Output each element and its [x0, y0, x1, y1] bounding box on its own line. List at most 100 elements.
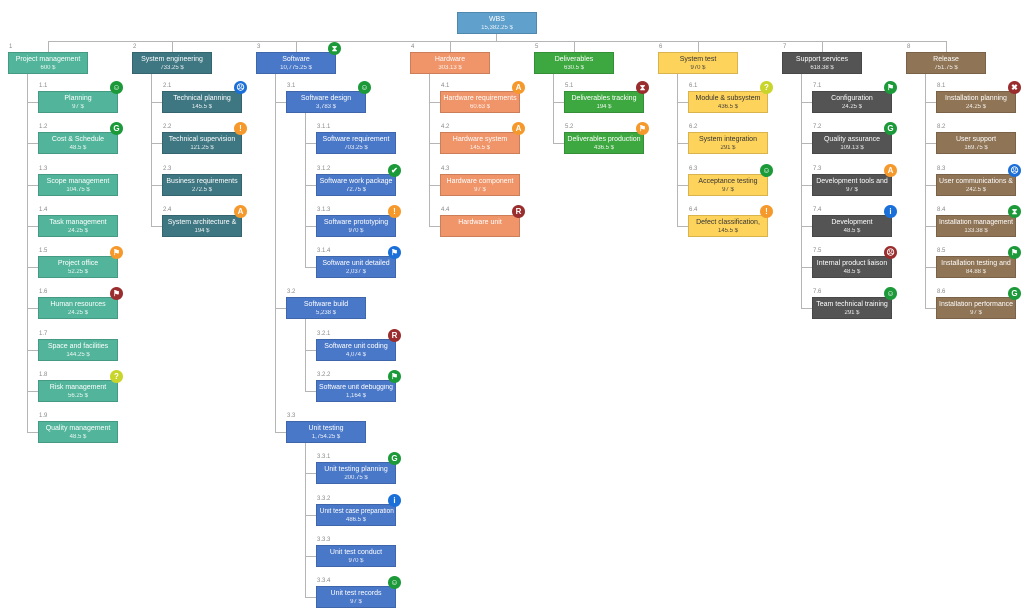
node-name: Installation testing and: [941, 260, 1011, 267]
node-name: System architecture &: [167, 218, 237, 226]
connector-line: [801, 102, 812, 103]
wbs-number: 1.5: [39, 248, 48, 254]
node-cost: 630.5 $: [563, 65, 585, 71]
node-name: Quality assurance: [823, 136, 881, 144]
wbs-number: 1.8: [39, 371, 48, 378]
wbs-number: 7.2: [813, 124, 822, 131]
node-name: Unit test case preparation: [319, 507, 394, 515]
node-cost: 145.5 $: [469, 145, 491, 152]
connector-line: [305, 390, 316, 392]
connector-line: [801, 267, 812, 268]
node-name: Human resources: [50, 301, 106, 309]
grade-a-icon: A: [512, 122, 525, 136]
wbs-number: 3.1: [287, 83, 296, 89]
connector-line: [429, 74, 430, 227]
connector-line: [151, 102, 162, 103]
node-name: Task management: [49, 218, 107, 226]
wbs-number: 6.2: [689, 124, 698, 131]
node-name: Software design: [300, 95, 352, 102]
connector-line: [801, 74, 802, 310]
connector-line: [553, 102, 564, 103]
wbs-number: 2.4: [163, 206, 172, 213]
node-name: WBS: [489, 16, 505, 23]
node-name: Unit test records: [330, 590, 382, 597]
node-name: Cost & Schedule: [51, 136, 105, 144]
connector-line: [305, 597, 316, 598]
connector-line: [429, 225, 440, 227]
wbs-number: 3.3: [287, 413, 296, 419]
wbs-node[interactable]: System architecture &194 $A: [162, 204, 247, 237]
node-cost: 48.5 $: [69, 145, 87, 152]
node-name: Scope management: [46, 177, 110, 185]
grade-g-icon: G: [388, 452, 401, 466]
wbs-node[interactable]: Defect classification,145.5 $!: [688, 204, 773, 237]
wbs-number: 8.5: [937, 248, 946, 254]
node-cost: 24.25 $: [841, 104, 863, 110]
node-name: Space and facilities: [47, 342, 109, 350]
node-cost: 48.5 $: [843, 269, 861, 275]
node-name: Development: [831, 218, 873, 226]
connector-line: [305, 555, 316, 557]
connector-line: [275, 102, 286, 103]
connector-line: [305, 113, 306, 268]
wbs-node[interactable]: User communications &242.5 $☹: [936, 163, 1021, 196]
node-name: Configuration: [831, 95, 873, 102]
wbs-node[interactable]: Deliverables 630.5 $: [534, 52, 614, 74]
node-name: Project office: [57, 260, 99, 267]
node-name: Deliverables: [554, 56, 594, 63]
